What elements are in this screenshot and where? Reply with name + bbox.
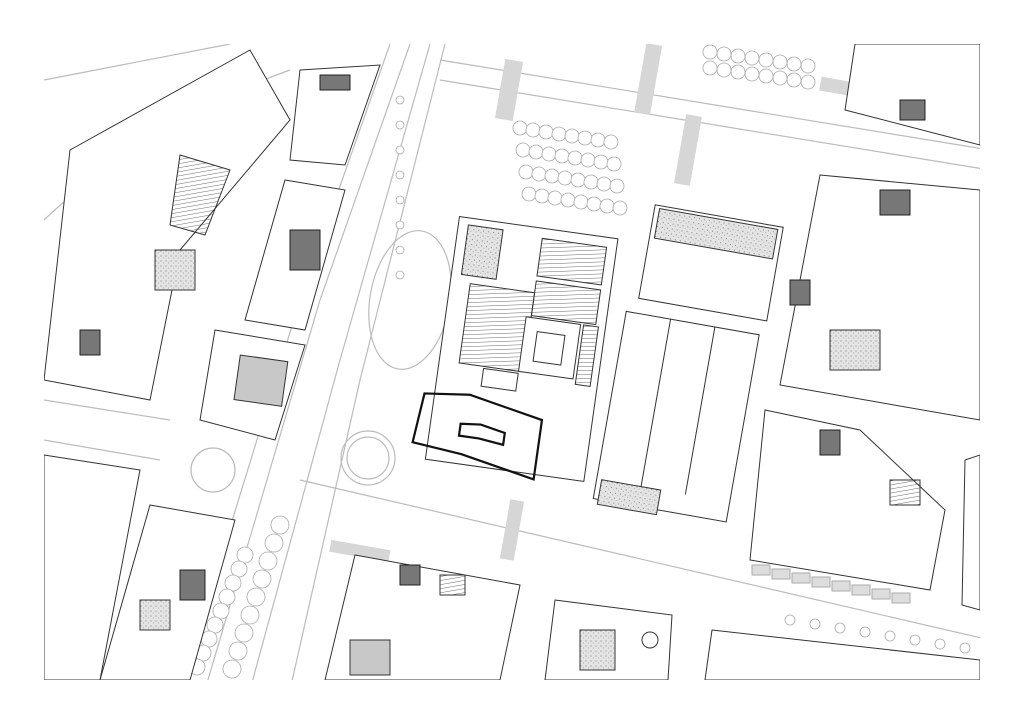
tree: [240, 605, 260, 625]
tree: [564, 128, 580, 144]
parking-space: [891, 592, 911, 604]
tree: [800, 58, 816, 74]
tree: [599, 198, 615, 214]
tree: [560, 192, 576, 208]
tree: [236, 546, 254, 564]
tree: [228, 641, 248, 661]
tree: [959, 642, 971, 654]
tree: [772, 70, 788, 86]
tree: [934, 638, 946, 650]
tree: [758, 68, 774, 84]
tree: [395, 95, 405, 105]
tree: [512, 120, 528, 136]
tree: [784, 614, 796, 626]
tree: [551, 126, 567, 142]
tree: [702, 60, 718, 76]
tree: [270, 515, 290, 535]
tree-rows: [188, 44, 971, 679]
tree: [222, 659, 242, 679]
tree: [606, 156, 622, 172]
tree: [395, 195, 405, 205]
long-building-block: [592, 204, 784, 523]
tree: [834, 622, 846, 634]
tree: [230, 560, 248, 578]
tree: [264, 533, 284, 553]
tree: [809, 618, 821, 630]
tree: [590, 132, 606, 148]
tree: [521, 186, 537, 202]
tree: [909, 634, 921, 646]
parking-space: [791, 572, 811, 584]
parking-space: [811, 576, 831, 588]
tree: [525, 122, 541, 138]
tree: [586, 196, 602, 212]
tree: [528, 144, 544, 160]
tree: [212, 602, 230, 620]
tree: [772, 54, 788, 70]
tree: [534, 188, 550, 204]
tree: [730, 48, 746, 64]
tree: [596, 176, 612, 192]
tree: [583, 174, 599, 190]
tree: [702, 44, 718, 60]
tree: [547, 190, 563, 206]
tree: [538, 124, 554, 140]
tree: [786, 72, 802, 88]
tree: [758, 52, 774, 68]
tree: [258, 551, 278, 571]
parking-space: [871, 588, 891, 600]
tree: [786, 56, 802, 72]
tree: [744, 66, 760, 82]
tree: [544, 168, 560, 184]
tree: [557, 170, 573, 186]
tree: [744, 50, 760, 66]
tree: [395, 220, 405, 230]
tree: [609, 178, 625, 194]
tree: [395, 145, 405, 155]
tree: [234, 623, 254, 643]
right-blocks: [704, 44, 980, 680]
tree: [395, 245, 405, 255]
parking-space: [751, 564, 771, 576]
tree: [395, 270, 405, 280]
tree: [515, 142, 531, 158]
tree: [567, 150, 583, 166]
tree: [859, 626, 871, 638]
tree: [246, 587, 266, 607]
central-complex: [411, 216, 619, 483]
bottom-blocks: [324, 554, 673, 680]
tree: [570, 172, 586, 188]
tree: [224, 574, 242, 592]
tree: [218, 588, 236, 606]
tree: [554, 148, 570, 164]
tree: [531, 166, 547, 182]
tree: [252, 569, 272, 589]
left-blocks: [44, 49, 381, 680]
tree: [800, 74, 816, 90]
tree: [884, 630, 896, 642]
tree: [603, 134, 619, 150]
tree: [573, 194, 589, 210]
tree: [612, 200, 628, 216]
parking-space: [771, 568, 791, 580]
parking-space: [851, 584, 871, 596]
tree: [206, 616, 224, 634]
tree: [577, 130, 593, 146]
tree: [395, 120, 405, 130]
tree: [395, 170, 405, 180]
tree: [716, 62, 732, 78]
parking-space: [831, 580, 851, 592]
tree: [730, 64, 746, 80]
tree: [541, 146, 557, 162]
parking-rows: [751, 564, 911, 604]
tree: [518, 164, 534, 180]
tree: [580, 152, 596, 168]
tree: [593, 154, 609, 170]
tree: [716, 46, 732, 62]
